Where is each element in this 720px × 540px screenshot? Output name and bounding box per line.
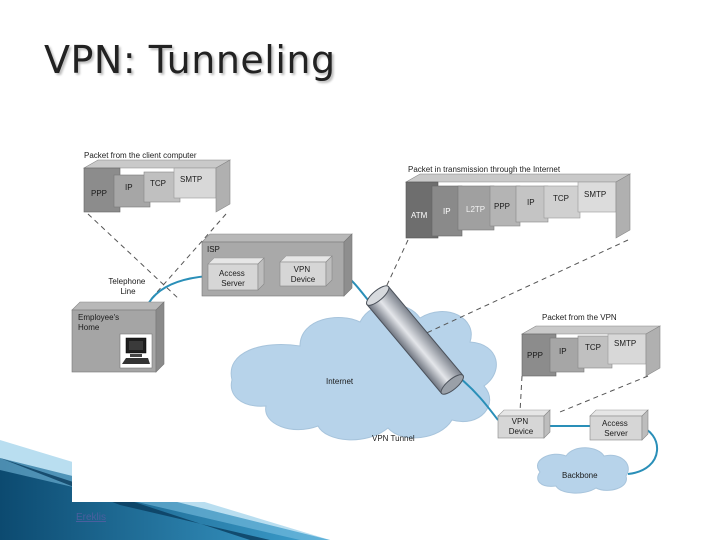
access-server-remote-label: Access Server [602,419,630,438]
backbone-cloud [537,447,629,494]
packet-internet-field: PPP [494,202,510,211]
packet-client-caption: Packet from the client computer [84,151,197,160]
computer-icon [119,333,153,369]
access-server-isp: Access Server [207,257,265,291]
packet-internet-field: IP [527,198,535,207]
vpn-device-isp: VPN Device [279,255,333,287]
packet-vpn-field: TCP [585,343,601,352]
vpn-device-remote: VPN Device [497,409,551,439]
packet-internet-field: L2TP [466,205,485,214]
packet-vpn-field: SMTP [614,339,636,348]
isp-label: ISP [207,245,220,254]
vpn-tunnel-pipe [366,285,464,395]
packet-internet-field: IP [443,207,451,216]
packet-client-field: IP [125,183,133,192]
packet-internet-field: TCP [553,194,569,203]
packet-client: PPP IP TCP SMTP [82,159,232,213]
packet-internet-field: ATM [411,211,428,220]
employee-home-label: Employee's Home [78,313,121,332]
packet-internet-field: SMTP [584,190,606,199]
packet-internet-caption: Packet in transmission through the Inter… [408,165,561,174]
telephone-line-label: Telephone Line [108,277,147,296]
footer-link[interactable]: Ereklis [76,512,107,523]
slide-title: VPN: Tunneling [44,38,336,82]
access-server-remote: Access Server [589,409,649,441]
vpn-device-isp-label: VPN Device [291,265,316,284]
packet-client-field: TCP [150,179,166,188]
packet-vpn-field: IP [559,347,567,356]
packet-vpn-field: PPP [527,351,543,360]
packet-client-field: PPP [91,189,107,198]
access-server-isp-label: Access Server [219,269,247,288]
packet-client-field: SMTP [180,175,202,184]
vpn-tunnel-label: VPN Tunnel [372,434,415,443]
internet-label: Internet [326,377,354,386]
packet-vpn: PPP IP TCP SMTP [520,325,662,377]
backbone-label: Backbone [562,471,598,480]
vpn-device-remote-label: VPN Device [509,417,534,436]
packet-internet: ATM IP L2TP PPP IP TCP SMTP [404,173,632,239]
packet-vpn-caption: Packet from the VPN [542,313,617,322]
employee-home-box: Employee's Home [71,301,165,373]
